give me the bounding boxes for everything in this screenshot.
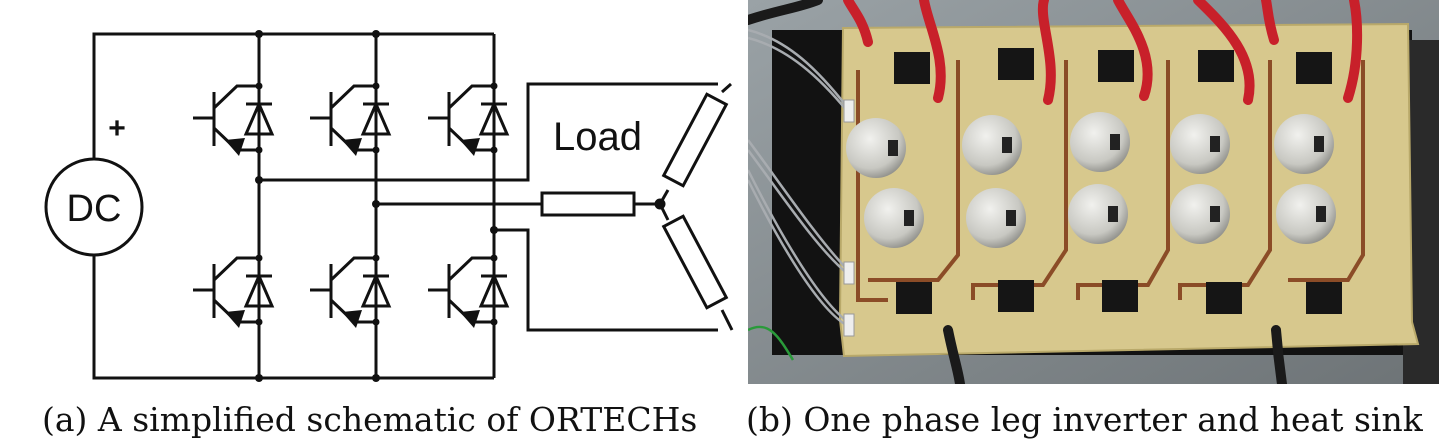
capacitor (966, 188, 1026, 248)
igbt-switch-lower-leg-1 (191, 246, 274, 336)
igbt-switch-lower-leg-2 (308, 246, 391, 336)
capacitor (1070, 112, 1130, 172)
caption-b: (b) One phase leg inverter and heat sink (746, 400, 1423, 439)
schematic-diagram: DC + Load (44, 30, 734, 382)
capacitor (1170, 184, 1230, 244)
igbt-switch-lower-leg-3 (426, 246, 509, 336)
mosfet-row-bottom (896, 280, 1342, 314)
capacitor (1068, 184, 1128, 244)
capacitor (1170, 114, 1230, 174)
capacitor (846, 118, 906, 178)
igbt-switch-upper-leg-1 (191, 74, 274, 164)
mosfet-row-top (894, 48, 1332, 84)
wye-load (540, 82, 734, 331)
load-label: Load (553, 115, 642, 159)
capacitor (962, 115, 1022, 175)
inverter-photo (748, 0, 1439, 384)
igbt-switch-upper-leg-3 (426, 74, 509, 164)
copper-traces (856, 60, 1365, 302)
capacitor (864, 188, 924, 248)
signal-wires (748, 28, 849, 328)
dc-source-label: DC (67, 188, 122, 230)
igbt-switch-upper-leg-2 (308, 74, 391, 164)
capacitor (1274, 114, 1334, 174)
capacitor (1276, 184, 1336, 244)
polarity-plus-label: + (108, 112, 126, 145)
dc-source: DC + (44, 112, 144, 257)
red-power-wires (843, 0, 1363, 105)
caption-a: (a) A simplified schematic of ORTECHs (42, 400, 698, 439)
junction-dots (255, 30, 498, 382)
black-dc-wires (748, 0, 1287, 384)
capacitor-bank (846, 112, 1336, 248)
